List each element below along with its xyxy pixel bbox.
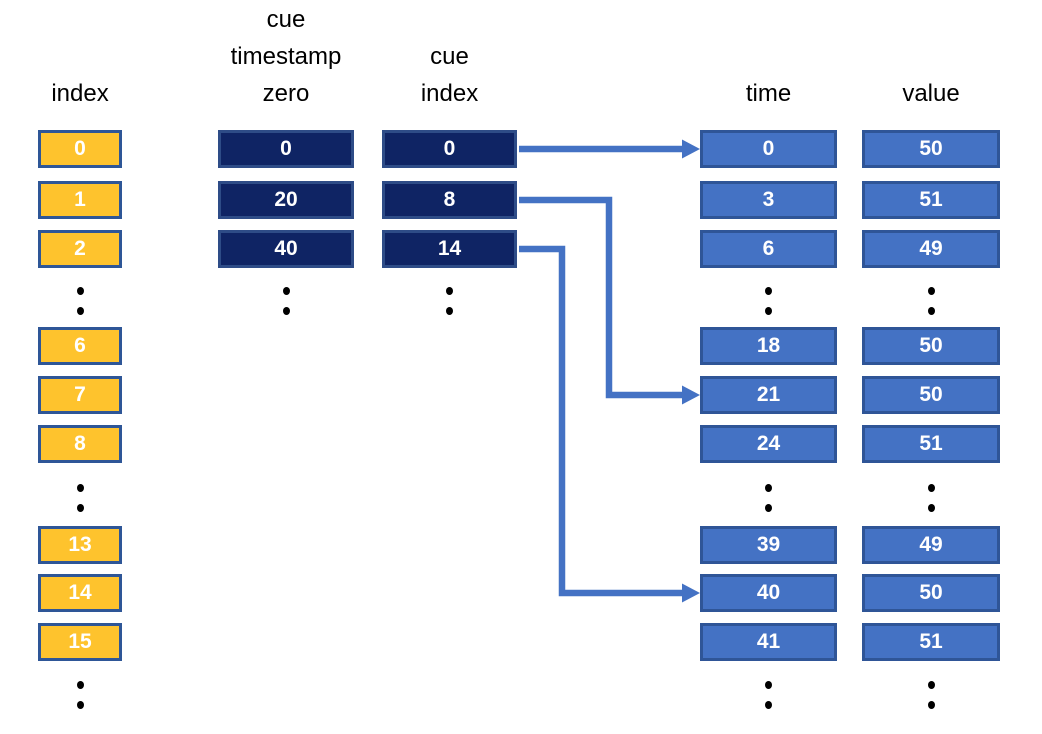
ellipsis-dot: [76, 681, 84, 689]
cue-index-8-to-time-21-arrowhead-icon: [682, 385, 700, 405]
ellipsis-dot: [76, 504, 84, 512]
column-label-line: index: [51, 80, 109, 107]
time-cell: 40: [700, 574, 837, 612]
ellipsis-dot: [765, 484, 772, 492]
column-label-line: index: [420, 80, 479, 107]
column-label-line: time: [745, 80, 792, 107]
ellipsis-dot: [76, 287, 84, 295]
time-cell: 0: [700, 130, 837, 168]
time-cell: 18: [700, 327, 837, 365]
cue-timestamp-zero-cell: 20: [218, 181, 354, 219]
cue-index-8-to-time-21-line: [519, 196, 683, 399]
cue-index-cell: 8: [382, 181, 517, 219]
cue-index-cell: 0: [382, 130, 517, 168]
index-cell: 14: [38, 574, 122, 612]
time-cell: 6: [700, 230, 837, 268]
index-column-label: index: [38, 75, 122, 112]
time-cell: 3: [700, 181, 837, 219]
cue-timestamp-zero-cell: 0: [218, 130, 354, 168]
cue-timestamp-zero-column-label: cue timestamp zero: [218, 1, 354, 112]
column-label-line: zero: [262, 80, 310, 107]
time-cell: 41: [700, 623, 837, 661]
ellipsis-dot: [765, 287, 772, 295]
cue-timestamp-zero-cell: 40: [218, 230, 354, 268]
ellipsis-dot: [282, 287, 290, 295]
ellipsis-dot: [927, 681, 935, 689]
time-cell: 39: [700, 526, 837, 564]
ellipsis-dot: [76, 484, 84, 492]
index-cell: 6: [38, 327, 122, 365]
ellipsis-dot: [765, 504, 772, 512]
ellipsis-dot: [76, 307, 84, 315]
time-column-label: time: [700, 75, 837, 112]
cue-index-14-to-time-40-line: [519, 245, 683, 597]
value-cell: 50: [862, 130, 1000, 168]
ellipsis-dot: [927, 504, 935, 512]
cue-index-0-to-time-0-arrowhead-icon: [682, 139, 700, 159]
index-cell: 13: [38, 526, 122, 564]
ellipsis-dot: [76, 701, 84, 709]
value-cell: 51: [862, 181, 1000, 219]
value-cell: 51: [862, 623, 1000, 661]
ellipsis-dot: [446, 307, 453, 315]
ellipsis-dot: [927, 287, 935, 295]
column-label-line: cue: [266, 6, 306, 33]
index-cell: 8: [38, 425, 122, 463]
cue-index-14-to-time-40-arrowhead-icon: [682, 583, 700, 603]
index-cell: 7: [38, 376, 122, 414]
value-cell: 50: [862, 574, 1000, 612]
ellipsis-dot: [927, 484, 935, 492]
ellipsis-dot: [927, 307, 935, 315]
value-cell: 50: [862, 376, 1000, 414]
index-cell: 2: [38, 230, 122, 268]
value-column-label: value: [862, 75, 1000, 112]
value-cell: 50: [862, 327, 1000, 365]
ellipsis-dot: [927, 701, 935, 709]
value-cell: 49: [862, 526, 1000, 564]
cue-index-cell: 14: [382, 230, 517, 268]
index-cell: 1: [38, 181, 122, 219]
index-cell: 0: [38, 130, 122, 168]
column-label-line: timestamp: [230, 43, 342, 70]
ellipsis-dot: [282, 307, 290, 315]
cue-index-column-label: cue index: [382, 38, 517, 112]
ellipsis-dot: [765, 307, 772, 315]
ellipsis-dot: [765, 701, 772, 709]
index-cell: 15: [38, 623, 122, 661]
column-label-line: cue: [430, 43, 469, 70]
value-cell: 49: [862, 230, 1000, 268]
column-label-line: value: [902, 80, 960, 107]
ellipsis-dot: [446, 287, 453, 295]
ellipsis-dot: [765, 681, 772, 689]
time-cell: 24: [700, 425, 837, 463]
time-cell: 21: [700, 376, 837, 414]
value-cell: 51: [862, 425, 1000, 463]
